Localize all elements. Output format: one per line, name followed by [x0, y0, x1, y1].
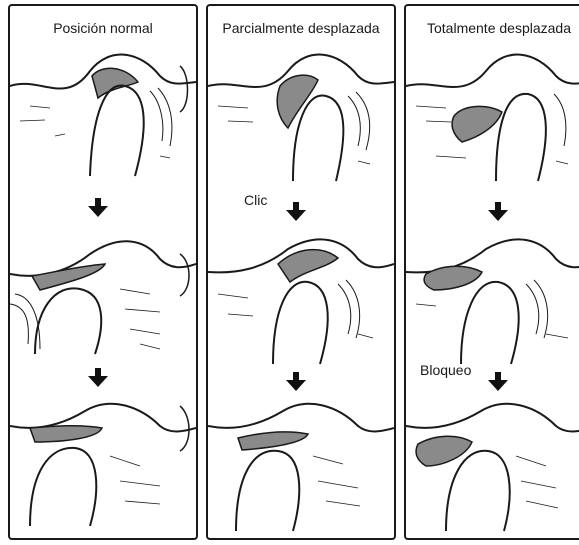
- panel-title: Totalmente desplazada: [406, 20, 579, 36]
- joint-frame-1: [208, 55, 394, 181]
- joint-drawing-normal: [10, 6, 196, 538]
- joint-frame-3: [10, 404, 196, 526]
- joint-frame-3: [208, 404, 394, 531]
- joint-frame-2: [208, 239, 394, 364]
- joint-drawing-total: [406, 6, 579, 538]
- panel-normal-position: Posición normal: [8, 4, 198, 540]
- lock-label: Bloqueo: [420, 362, 471, 378]
- joint-frame-2: [10, 241, 196, 354]
- joint-drawing-partial: [208, 6, 394, 538]
- joint-frame-2: [406, 239, 579, 364]
- panel-title: Parcialmente desplazada: [208, 20, 394, 36]
- panel-title: Posición normal: [10, 20, 196, 36]
- joint-frame-1: [10, 55, 196, 176]
- panel-totally-displaced: Totalmente desplazada Bloqueo: [404, 4, 579, 540]
- joint-frame-1: [406, 55, 579, 181]
- joint-frame-3: [406, 404, 579, 531]
- click-label: Clic: [244, 192, 267, 208]
- panel-partially-displaced: Parcialmente desplazada Clic: [206, 4, 396, 540]
